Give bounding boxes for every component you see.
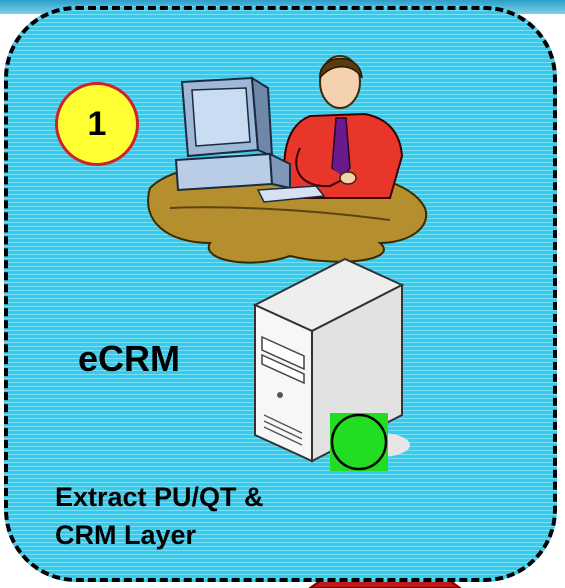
- caption-text: Extract PU/QT & CRM Layer: [55, 478, 264, 554]
- person-at-computer-icon: [147, 55, 428, 264]
- server-label: eCRM: [78, 338, 181, 379]
- caption-line-1: Extract PU/QT &: [55, 482, 264, 512]
- step-number-badge: 1: [55, 82, 139, 166]
- status-indicator-icon: [330, 413, 388, 471]
- step-number: 1: [87, 104, 107, 143]
- caption-line-2: CRM Layer: [55, 520, 197, 550]
